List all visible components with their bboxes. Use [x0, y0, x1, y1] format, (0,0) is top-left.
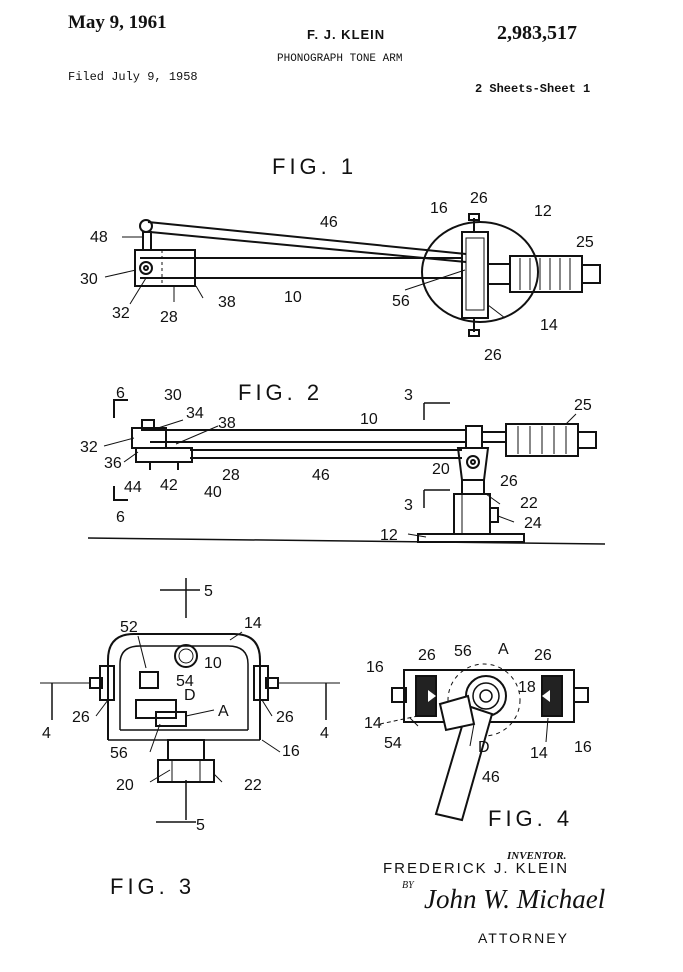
fig2-label: 36 — [104, 455, 122, 472]
fig4-label: 18 — [518, 679, 536, 696]
fig1-caption: FIG. 1 — [272, 154, 357, 179]
patent-date: May 9, 1961 — [68, 12, 167, 33]
fig3-caption: FIG. 3 — [110, 874, 195, 899]
fig2-label: 6 — [116, 509, 125, 526]
fig1-label: 48 — [90, 229, 108, 246]
fig4-label: D — [478, 739, 490, 756]
fig2-label: 28 — [222, 467, 240, 484]
fig3-drawing — [40, 578, 340, 823]
by-label: BY — [402, 880, 414, 891]
fig2-label: 40 — [204, 484, 222, 501]
fig1-label: 16 — [430, 200, 448, 217]
fig1-label: 28 — [160, 309, 178, 326]
inventor-name: FREDERICK J. KLEIN — [383, 860, 570, 877]
fig4-label: 26 — [418, 647, 436, 664]
fig3-label: 26 — [72, 709, 90, 726]
fig3-label: 4 — [320, 725, 329, 742]
fig1-label: 25 — [576, 234, 594, 251]
fig3-label: 54 — [176, 673, 194, 690]
fig1-labels: 48 46 16 26 12 25 30 32 28 38 10 56 14 2… — [80, 190, 594, 364]
fig3-label: 5 — [196, 817, 205, 834]
filed-date: Filed July 9, 1958 — [68, 70, 198, 84]
fig2-label: 46 — [312, 467, 330, 484]
fig2-drawing — [87, 399, 606, 545]
fig1-label: 26 — [484, 347, 502, 364]
fig2-label: 44 — [124, 479, 142, 496]
fig3-label: 10 — [204, 655, 222, 672]
fig3-label: 52 — [120, 619, 138, 636]
fig2-label: 3 — [404, 387, 413, 404]
fig4-label: 46 — [482, 769, 500, 786]
fig1-label: 12 — [534, 203, 552, 220]
fig3-labels: 5 52 14 10 54 D 4 26 A 26 4 56 16 20 22 … — [42, 583, 329, 834]
fig1-drawing — [104, 213, 601, 337]
fig4-label: 56 — [454, 643, 472, 660]
fig2-label: 38 — [218, 415, 236, 432]
fig4-label: A — [498, 641, 509, 658]
fig4-labels: 16 26 56 A 26 18 14 54 D 14 16 46 — [364, 641, 592, 786]
fig4-label: 16 — [366, 659, 384, 676]
fig2-label: 32 — [80, 439, 98, 456]
fig2-label: 6 — [116, 385, 125, 402]
fig4-label: 14 — [364, 715, 382, 732]
fig2-label: 20 — [432, 461, 450, 478]
fig4-label: 16 — [574, 739, 592, 756]
fig2-label: 26 — [500, 473, 518, 490]
fig2-label: 25 — [574, 397, 592, 414]
fig3-label: A — [218, 703, 229, 720]
fig2-label: 10 — [360, 411, 378, 428]
fig3-label: 26 — [276, 709, 294, 726]
fig3-label: 20 — [116, 777, 134, 794]
fig3-label: 22 — [244, 777, 262, 794]
patent-title: PHONOGRAPH TONE ARM — [277, 53, 403, 65]
fig2-label: 30 — [164, 387, 182, 404]
fig3-label: 16 — [282, 743, 300, 760]
fig3-label: 5 — [204, 583, 213, 600]
fig1-label: 46 — [320, 214, 338, 231]
inventor-caption: INVENTOR. — [507, 850, 567, 862]
fig4-label: 14 — [530, 745, 548, 762]
fig3-label: 4 — [42, 725, 51, 742]
fig3-label: 56 — [110, 745, 128, 762]
fig4-caption: FIG. 4 — [488, 806, 573, 831]
fig2-label: 42 — [160, 477, 178, 494]
fig2-label: 34 — [186, 405, 204, 422]
fig2-caption: FIG. 2 — [238, 380, 323, 405]
fig2-label: 12 — [380, 527, 398, 544]
sheet-count: 2 Sheets-Sheet 1 — [475, 82, 591, 96]
patent-number: 2,983,517 — [497, 22, 577, 44]
attorney-signature: John W. Michael — [424, 884, 606, 914]
fig4-label: 54 — [384, 735, 402, 752]
fig1-label: 32 — [112, 305, 130, 322]
fig4-label: 26 — [534, 647, 552, 664]
inventor-header: F. J. KLEIN — [307, 27, 386, 42]
fig1-label: 38 — [218, 294, 236, 311]
fig1-label: 26 — [470, 190, 488, 207]
fig2-label: 3 — [404, 497, 413, 514]
fig3-label: D — [184, 687, 196, 704]
fig2-label: 22 — [520, 495, 538, 512]
fig1-label: 14 — [540, 317, 558, 334]
fig1-label: 56 — [392, 293, 410, 310]
fig2-labels: 6 30 34 38 32 36 10 3 25 44 42 28 40 46 … — [80, 385, 592, 544]
fig1-label: 30 — [80, 271, 98, 288]
attorney-caption: ATTORNEY — [478, 930, 569, 946]
fig2-label: 24 — [524, 515, 542, 532]
fig4-drawing — [379, 663, 589, 822]
fig3-label: 14 — [244, 615, 262, 632]
fig1-label: 10 — [284, 289, 302, 306]
